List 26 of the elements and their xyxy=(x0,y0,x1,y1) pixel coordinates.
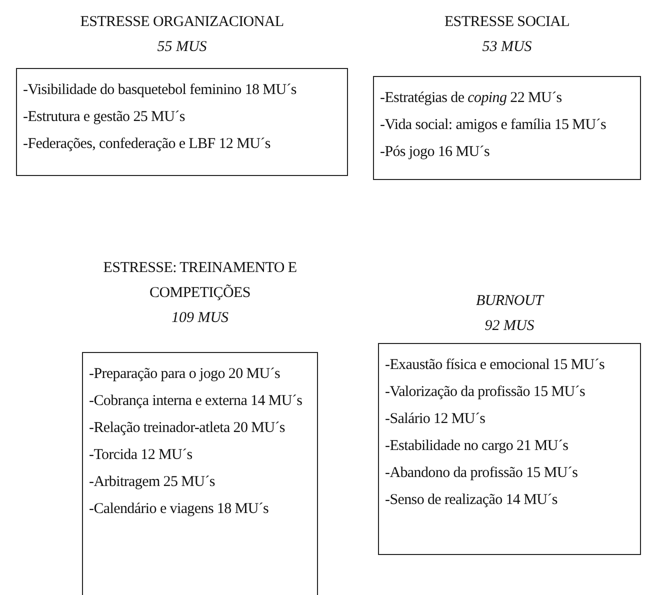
list-item: -Exaustão física e emocional 15 MU´s xyxy=(385,356,606,375)
section-heading: BURNOUT xyxy=(474,292,546,311)
unit-count: 53 MUS xyxy=(481,38,533,57)
list-item: -Estabilidade no cargo 21 MU´s xyxy=(385,437,570,456)
list-item: -Valorização da profissão 15 MU´s xyxy=(385,383,586,402)
unit-count: 92 MUS xyxy=(484,317,536,336)
list-item: -Salário 12 MU´s xyxy=(385,410,486,429)
list-item: -Vida social: amigos e família 15 MU´s xyxy=(380,116,607,135)
list-item: -Federações, confederação e LBF 12 MU´s xyxy=(23,135,272,154)
list-item: -Calendário e viagens 18 MU´s xyxy=(89,500,270,519)
list-item: -Senso de realização 14 MU´s xyxy=(385,491,558,510)
list-item: -Abandono da profissão 15 MU´s xyxy=(385,464,579,483)
list-item: -Visibilidade do basquetebol feminino 18 MU´s xyxy=(23,81,298,100)
list-item: -Estrutura e gestão 25 MU´s xyxy=(23,108,186,127)
list-item: -Estratégias de coping 22 MU´s xyxy=(380,89,563,108)
list-item: -Torcida 12 MU´s xyxy=(89,446,194,465)
unit-count: 109 MUS xyxy=(170,309,230,328)
list-item: -Relação treinador-atleta 20 MU´s xyxy=(89,419,286,438)
section-heading: ESTRESSE ORGANIZACIONAL xyxy=(79,13,285,32)
list-item: -Preparação para o jogo 20 MU´s xyxy=(89,365,282,384)
unit-count: 55 MUS xyxy=(156,38,208,57)
list-item: -Cobrança interna e externa 14 MU´s xyxy=(89,392,304,411)
section-heading: ESTRESSE: TREINAMENTO E COMPETIÇÕES xyxy=(102,259,298,303)
section-heading: ESTRESSE SOCIAL xyxy=(443,13,571,32)
list-item: -Arbitragem 25 MU´s xyxy=(89,473,216,492)
list-item: -Pós jogo 16 MU´s xyxy=(380,143,490,162)
